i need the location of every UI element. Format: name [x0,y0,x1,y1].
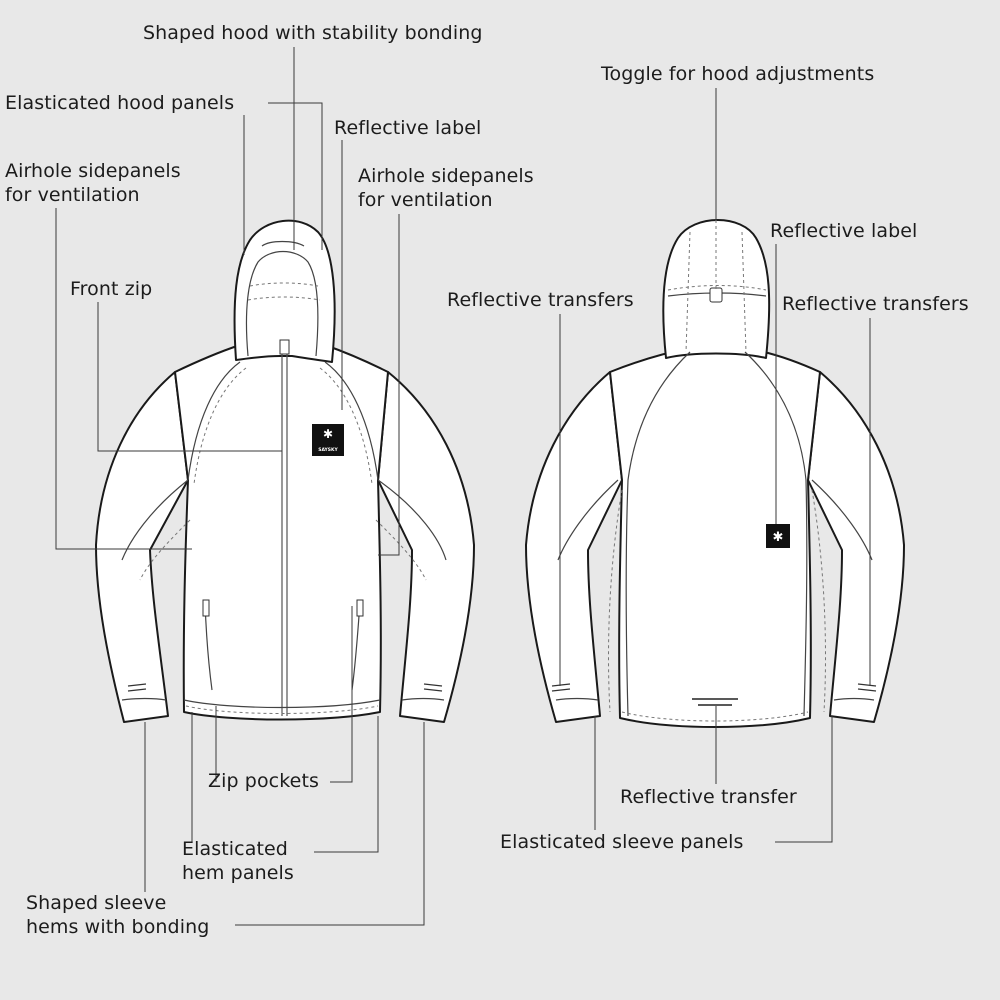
label-hem-line2: hem panels [182,862,294,884]
label-elasticated-hood-panels: Elasticated hood panels [5,92,235,114]
label-sleeve-hem-line1: Shaped sleeve [26,892,167,914]
label-toggle-hood: Toggle for hood adjustments [601,63,875,85]
back-reflective-label-patch [766,524,790,548]
snowflake-icon: ✱ [773,530,784,545]
label-airhole-right: Airhole sidepanels for ventilation [358,164,534,212]
label-airhole-left-line1: Airhole sidepanels [5,160,181,182]
back-right-sleeve [807,371,905,723]
front-left-sleeve [95,371,189,723]
label-elasticated-hem: Elasticated hem panels [182,837,294,885]
label-shaped-sleeve-hems: Shaped sleeve hems with bonding [26,891,209,939]
back-left-sleeve [525,371,623,723]
label-airhole-right-line2: for ventilation [358,189,493,211]
back-jacket: ✱ [525,219,905,728]
label-reflective-transfer: Reflective transfer [620,786,797,808]
label-airhole-left-line2: for ventilation [5,184,140,206]
label-sleeve-hem-line2: hems with bonding [26,916,210,938]
label-front-zip: Front zip [70,278,153,300]
front-reflective-label-patch [312,424,344,456]
leader-lines [55,47,871,926]
label-zip-pockets: Zip pockets [208,770,319,792]
label-reflective-transfers-right: Reflective transfers [782,293,969,315]
label-airhole-left: Airhole sidepanels for ventilation [5,159,181,207]
label-airhole-right-line1: Airhole sidepanels [358,165,534,187]
front-logo-text: SAYSKY [318,447,338,453]
front-jacket: ✱ SAYSKY [95,219,475,723]
label-front-reflective-label: Reflective label [334,117,482,139]
front-right-sleeve [377,371,475,723]
label-hem-line1: Elasticated [182,838,288,860]
label-shaped-hood: Shaped hood with stability bonding [143,22,483,44]
label-back-reflective-label: Reflective label [770,220,918,242]
snowflake-icon: ✱ [323,427,333,441]
front-hood-opening [245,250,319,357]
label-reflective-transfers-left: Reflective transfers [447,289,634,311]
label-elasticated-sleeve-panels: Elasticated sleeve panels [500,831,744,853]
